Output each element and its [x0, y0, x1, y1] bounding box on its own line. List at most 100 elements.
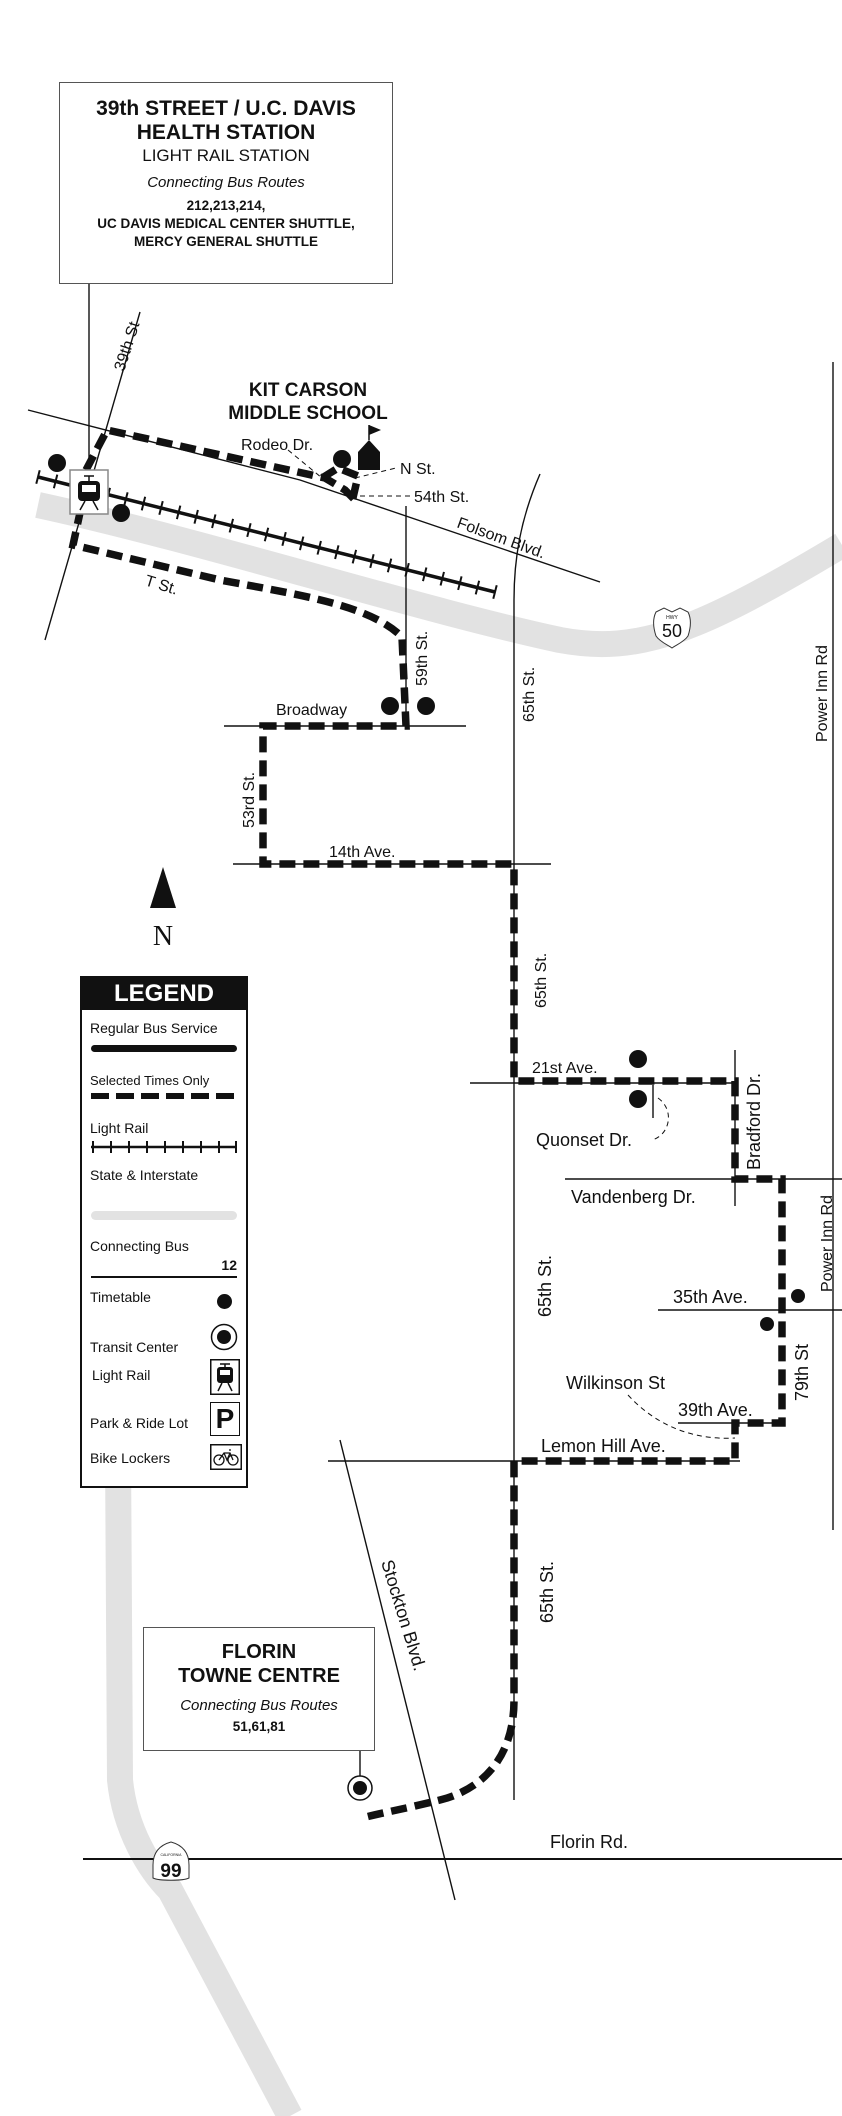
rail-tie [439, 571, 445, 586]
light-rail-line [35, 469, 498, 600]
label-florin-rd: Florin Rd. [550, 1832, 628, 1852]
north-label: N [153, 921, 173, 952]
rail-tie [404, 562, 410, 577]
leader-quonset [651, 1097, 669, 1141]
label-14th-ave: 14th Ave. [329, 844, 395, 861]
svg-text:50: 50 [662, 621, 682, 641]
rail-tie [422, 567, 428, 582]
legend-transit-center-icon [210, 1323, 238, 1351]
station-name-south-2: TOWNE CENTRE [178, 1665, 340, 1687]
label-39th-st: 39th St [112, 319, 144, 373]
label-65th-north: 65th St. [521, 667, 538, 722]
svg-text:HWY: HWY [666, 615, 678, 621]
street-stockton [339, 1439, 456, 1901]
legend-park-ride-label: Park & Ride Lot [90, 1415, 189, 1431]
connecting-label-south: Connecting Bus Routes [180, 1697, 338, 1714]
station-name-south: FLORIN [221, 1641, 297, 1663]
timetable-dot [760, 1317, 774, 1331]
timetable-dot [417, 697, 435, 715]
leader-n-st [354, 467, 397, 479]
legend: LEGEND Regular Bus Service Selected Time… [80, 976, 248, 1488]
routes-south: 51,61,81 [232, 1719, 286, 1734]
rail-tie [351, 549, 358, 564]
routes-north-3: MERCY GENERAL SHUTTLE [133, 234, 319, 249]
rail-tie [140, 496, 147, 511]
legend-regular-label: Regular Bus Service [90, 1020, 218, 1036]
rail-tie [158, 500, 164, 515]
leader-rodeo [287, 449, 323, 479]
label-21st-ave: 21st Ave. [532, 1060, 598, 1077]
timetable-dot [333, 450, 351, 468]
rail-tie [193, 509, 199, 524]
label-school: KIT CARSON [249, 380, 367, 401]
rail-tie [316, 540, 322, 555]
legend-regular-line [91, 1045, 237, 1052]
rail-tie [211, 514, 217, 529]
label-65th-far-south: 65th St. [537, 1561, 557, 1623]
label-54th: 54th St. [414, 489, 469, 506]
station-box-south: FLORIN TOWNE CENTRE Connecting Bus Route… [143, 1627, 375, 1751]
legend-connecting-line [91, 1276, 237, 1278]
rail-tie [228, 518, 235, 533]
rail-tie [369, 554, 375, 569]
label-wilkinson: Wilkinson St [566, 1373, 665, 1393]
route-selected-times [68, 425, 786, 1822]
rail-tie [123, 492, 129, 507]
station-box-north: 39th STREET / U.C. DAVIS HEALTH STATION … [59, 82, 393, 284]
station-name-north-2: HEALTH STATION [136, 121, 316, 144]
svg-text:99: 99 [160, 1861, 181, 1882]
rail-tie [474, 580, 481, 595]
legend-selected-line [91, 1093, 239, 1099]
light-rail-station-icon [69, 469, 109, 515]
label-power-inn-south: Power Inn Rd [819, 1195, 836, 1292]
rail-tie [263, 527, 270, 542]
legend-transit-center-label: Transit Center [90, 1339, 179, 1355]
label-lemon-hill: Lemon Hill Ave. [541, 1436, 666, 1456]
legend-timetable-dot [217, 1294, 232, 1309]
label-35th-ave: 35th Ave. [673, 1287, 748, 1307]
station-type: LIGHT RAIL STATION [142, 146, 310, 165]
rail-tie [457, 576, 463, 591]
label-vandenberg: Vandenberg Dr. [571, 1187, 696, 1207]
rail-tie [246, 523, 252, 538]
station-name-north: 39th STREET / U.C. DAVIS [96, 97, 356, 120]
street-65th [513, 473, 541, 1800]
legend-bike-lockers-label: Bike Lockers [90, 1450, 171, 1466]
label-t-st: T St. [143, 573, 180, 599]
north-arrow-icon: N [150, 867, 176, 952]
legend-light-rail-line-label: Light Rail [90, 1120, 149, 1136]
routes-north-1: 212,213,214, [186, 198, 266, 213]
legend-highway-band [91, 1211, 237, 1220]
label-39th-ave: 39th Ave. [678, 1400, 753, 1420]
hwy-50-shield-icon: HWY 50 [653, 607, 691, 649]
rail-tie [52, 474, 59, 489]
routes-north-2: UC DAVIS MEDICAL CENTER SHUTTLE, [97, 216, 355, 231]
rail-tie [334, 545, 340, 560]
rail-tie [35, 469, 41, 485]
timetable-dot [629, 1050, 647, 1068]
legend-park-ride-icon: P [210, 1402, 240, 1436]
leader-wilkinson [627, 1394, 736, 1439]
ca-99-shield-icon: CALIFORNIA 99 [152, 1841, 190, 1882]
label-rodeo: Rodeo Dr. [241, 437, 313, 454]
transit-center-icon [347, 1775, 373, 1801]
legend-highway-label: State & Interstate [90, 1167, 199, 1183]
rail-tie [386, 558, 393, 573]
label-broadway: Broadway [276, 702, 347, 719]
connecting-label-north: Connecting Bus Routes [147, 174, 305, 191]
legend-bike-icon [210, 1444, 242, 1470]
school-icon [358, 425, 381, 470]
label-65th-mid: 65th St. [533, 953, 550, 1008]
label-79th-st: 79th St [792, 1344, 812, 1401]
rail-tie [492, 584, 498, 600]
timetable-dot [381, 697, 399, 715]
legend-title: LEGEND [82, 978, 246, 1010]
highway-99 [105, 1449, 302, 2116]
legend-light-rail-station-icon [210, 1359, 240, 1395]
label-quonset: Quonset Dr. [536, 1130, 632, 1150]
timetable-dot [629, 1090, 647, 1108]
rail-tie [298, 536, 305, 551]
label-65th-south: 65th St. [535, 1255, 555, 1317]
rail-tie [175, 505, 182, 520]
